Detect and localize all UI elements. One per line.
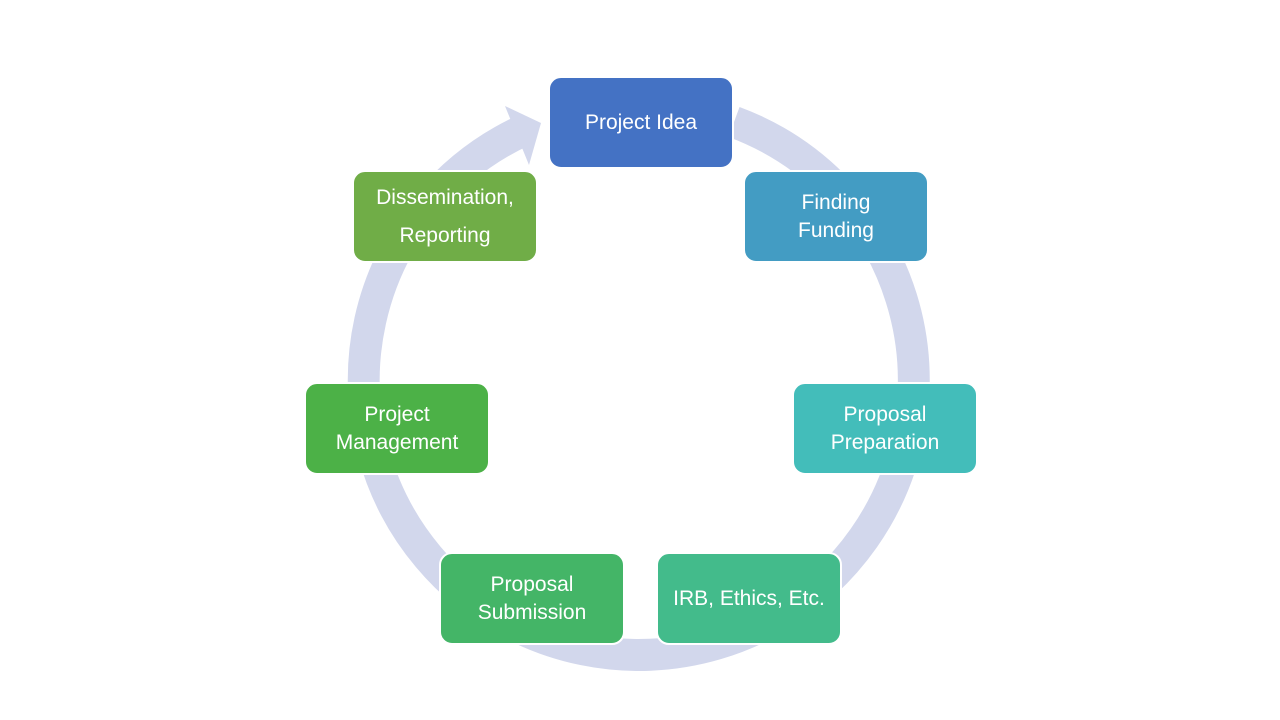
step-label-line-1: Proposal <box>843 402 927 426</box>
step-project-management: Project Management <box>304 382 490 475</box>
step-label-line-2: Submission <box>477 600 587 624</box>
step-label-line-2: Reporting <box>399 223 491 247</box>
step-label-line-1: Dissemination, <box>376 185 514 209</box>
step-label-line-1: Project <box>364 402 430 426</box>
step-label-line-1: Finding <box>801 190 871 214</box>
step-proposal-submission: Proposal Submission <box>439 552 625 645</box>
step-label-line-2: Management <box>335 430 459 454</box>
step-label-line-1: Proposal <box>490 572 574 596</box>
step-label-line-2: Funding <box>798 218 874 242</box>
step-proposal-preparation: Proposal Preparation <box>792 382 978 475</box>
step-label: IRB, Ethics, Etc. <box>673 586 825 610</box>
step-dissemination-reporting: Dissemination, Reporting <box>352 170 538 263</box>
cycle-ring <box>347 107 930 671</box>
step-project-idea: Project Idea <box>548 76 734 169</box>
step-irb-ethics: IRB, Ethics, Etc. <box>656 552 842 645</box>
step-finding-funding: Finding Funding <box>743 170 929 263</box>
cycle-arrowhead <box>505 106 541 165</box>
step-label: Project Idea <box>584 110 698 134</box>
step-label-line-2: Preparation <box>830 430 940 454</box>
